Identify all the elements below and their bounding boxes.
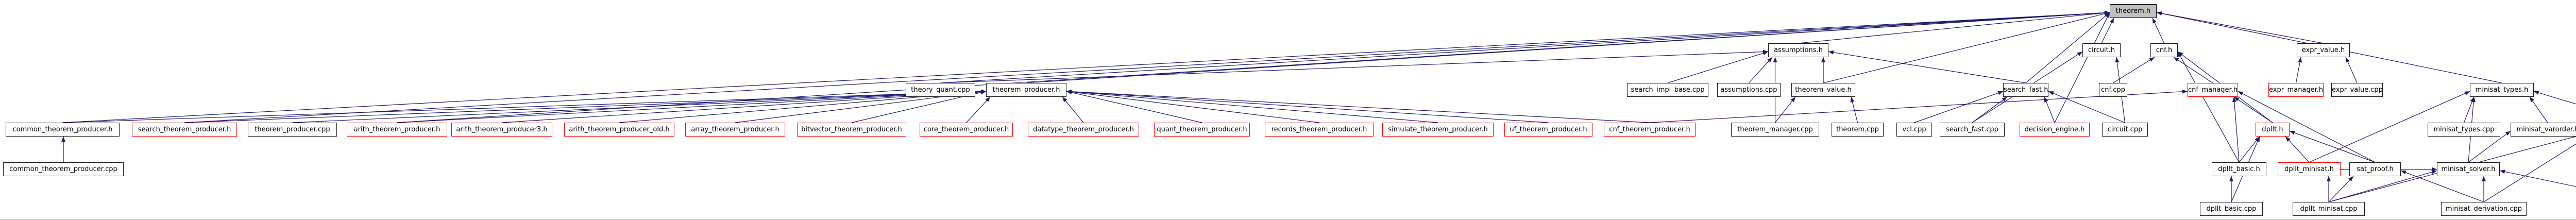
node-bitvector_theorem_producer.h[interactable]: bitvector_theorem_producer.h [797, 123, 906, 137]
node-expr_value.h[interactable]: expr_value.h [2297, 43, 2350, 57]
node-theorem_manager.cpp[interactable]: theorem_manager.cpp [1731, 123, 1819, 137]
node-minisat_types.h[interactable]: minisat_types.h [2470, 83, 2534, 97]
node-theorem_producer.h[interactable]: theorem_producer.h [986, 83, 1066, 97]
node-dpllt_minisat.cpp[interactable]: dpllt_minisat.cpp [2293, 202, 2365, 216]
node-circuit.h[interactable]: circuit.h [2082, 43, 2121, 57]
node-theorem.cpp[interactable]: theorem.cpp [1832, 123, 1884, 137]
node-assumptions.h[interactable]: assumptions.h [1768, 43, 1828, 57]
node-datatype_theorem_producer.h[interactable]: datatype_theorem_producer.h [1028, 123, 1139, 137]
node-theorem_value.h[interactable]: theorem_value.h [1791, 83, 1855, 97]
node-sat_proof.h[interactable]: sat_proof.h [2349, 162, 2401, 176]
node-arith_theorem_producer3.h[interactable]: arith_theorem_producer3.h [451, 123, 552, 137]
node-common_theorem_producer.cpp[interactable]: common_theorem_producer.cpp [3, 162, 124, 176]
node-theorem_producer.cpp[interactable]: theorem_producer.cpp [248, 123, 337, 137]
node-theory_quant.cpp[interactable]: theory_quant.cpp [906, 83, 975, 97]
node-decision_engine.h[interactable]: decision_engine.h [2020, 123, 2090, 137]
node-cnf.h[interactable]: cnf.h [2150, 43, 2178, 57]
node-search_theorem_producer.h[interactable]: search_theorem_producer.h [132, 123, 237, 137]
node-dpllt_basic.cpp[interactable]: dpllt_basic.cpp [2200, 202, 2263, 216]
node-minisat_solver.h[interactable]: minisat_solver.h [2437, 162, 2500, 176]
node-core_theorem_producer.h[interactable]: core_theorem_producer.h [920, 123, 1013, 137]
node-search_fast.cpp[interactable]: search_fast.cpp [1940, 123, 2005, 137]
node-cnf.cpp[interactable]: cnf.cpp [2099, 83, 2127, 97]
node-theorem.h[interactable]: theorem.h [2110, 4, 2157, 18]
node-circuit.cpp[interactable]: circuit.cpp [2102, 123, 2148, 137]
node-assumptions.cpp[interactable]: assumptions.cpp [1717, 83, 1781, 97]
node-dpllt_basic.h[interactable]: dpllt_basic.h [2212, 162, 2266, 176]
node-expr_manager.h[interactable]: expr_manager.h [2268, 83, 2324, 97]
node-dpllt_minisat.h[interactable]: dpllt_minisat.h [2278, 162, 2341, 176]
node-cnf_theorem_producer.h[interactable]: cnf_theorem_producer.h [1604, 123, 1696, 137]
node-dpllt.h[interactable]: dpllt.h [2256, 123, 2290, 137]
node-minisat_derivation.cpp[interactable]: minisat_derivation.cpp [2441, 202, 2527, 216]
node-cnf_manager.h[interactable]: cnf_manager.h [2188, 83, 2238, 97]
node-search_fast.h[interactable]: search_fast.h [2003, 83, 2048, 97]
node-quant_theorem_producer.h[interactable]: quant_theorem_producer.h [1154, 123, 1250, 137]
node-minisat_varorder.h[interactable]: minisat_varorder.h [2511, 123, 2576, 137]
node-arith_theorem_producer_old.h[interactable]: arith_theorem_producer_old.h [564, 123, 674, 137]
node-expr_value.cpp[interactable]: expr_value.cpp [2331, 83, 2383, 97]
node-minisat_types.cpp[interactable]: minisat_types.cpp [2428, 123, 2500, 137]
node-vcl.cpp[interactable]: vcl.cpp [1896, 123, 1932, 137]
node-search_impl_base.cpp[interactable]: search_impl_base.cpp [1627, 83, 1708, 97]
node-simulate_theorem_producer.h[interactable]: simulate_theorem_producer.h [1382, 123, 1494, 137]
node-uf_theorem_producer.h[interactable]: uf_theorem_producer.h [1504, 123, 1592, 137]
node-arith_theorem_producer.h[interactable]: arith_theorem_producer.h [347, 123, 447, 137]
node-records_theorem_producer.h[interactable]: records_theorem_producer.h [1265, 123, 1374, 137]
node-array_theorem_producer.h[interactable]: array_theorem_producer.h [685, 123, 785, 137]
node-common_theorem_producer.h[interactable]: common_theorem_producer.h [6, 123, 120, 137]
